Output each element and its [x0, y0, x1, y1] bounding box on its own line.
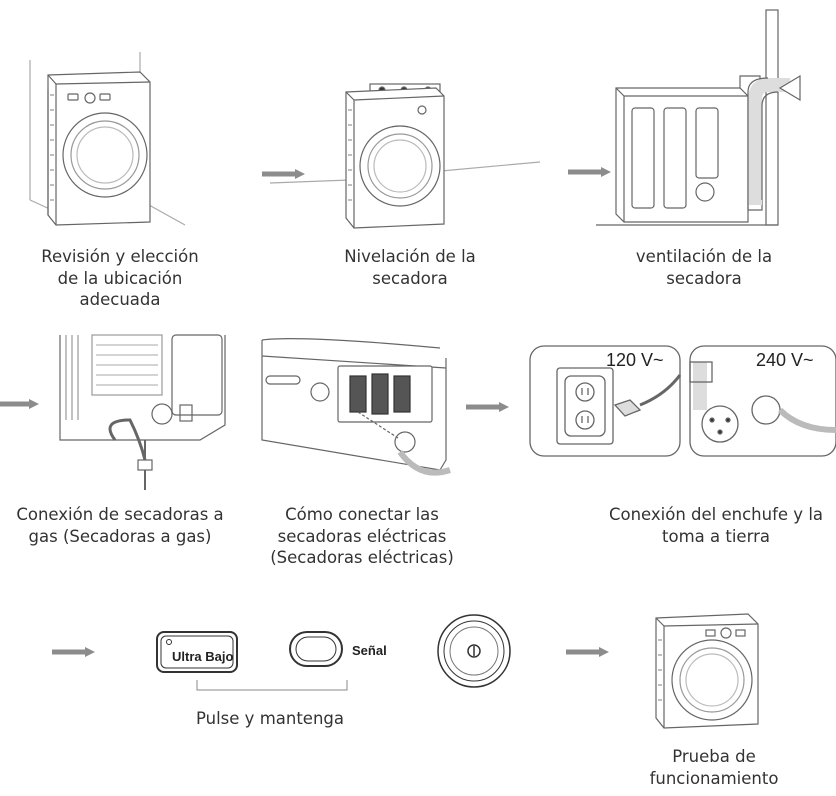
ultra-bajo-label: Ultra Bajo: [172, 649, 233, 664]
outlet-120v-label: 120 V~: [606, 350, 664, 370]
dryer-venting-illustration: [596, 9, 801, 226]
cycle-knob: [437, 614, 511, 688]
dryer-corner-illustration: [29, 52, 186, 226]
dryer-leveling-illustration: [269, 83, 541, 229]
electric-dryer-illustration: [261, 338, 451, 476]
gas-dryer-illustration: [59, 334, 226, 490]
ultra-bajo-button: Ultra Bajo: [156, 631, 238, 673]
senal-button: Señal: [289, 631, 387, 667]
dryer-front-illustration: [655, 613, 759, 729]
outlets-illustration: [529, 345, 836, 457]
step-caption-press-hold: Pulse y mantenga: [195, 709, 344, 728]
senal-label: Señal: [352, 643, 387, 658]
press-hold-bracket: [196, 680, 348, 691]
outlet-240v-label: 240 V~: [756, 350, 814, 370]
